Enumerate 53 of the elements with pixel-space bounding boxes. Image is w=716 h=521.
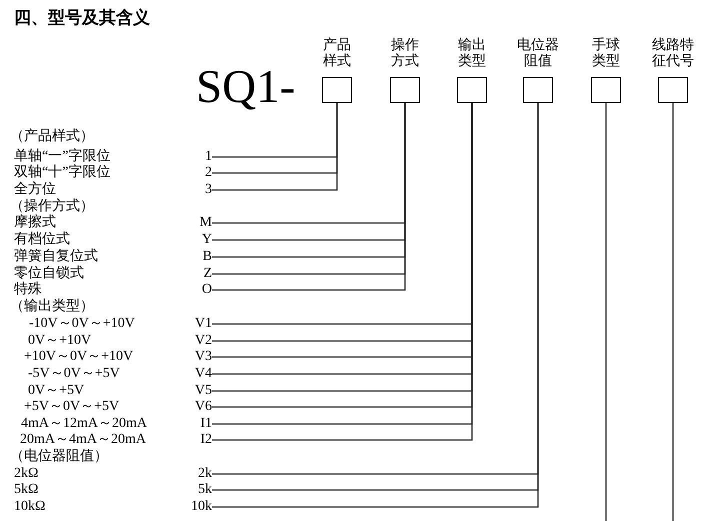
section-heading: （产品样式） bbox=[10, 128, 94, 146]
option-code: V1 bbox=[194, 315, 212, 333]
field-heading: 线路特征代号 bbox=[651, 38, 695, 70]
option-code: V5 bbox=[194, 382, 212, 400]
section-heading: （操作方式） bbox=[10, 198, 94, 214]
field-heading: 产品样式 bbox=[322, 38, 352, 70]
option-description: -10V～0V～+10V bbox=[29, 315, 135, 333]
option-description: 4mA～12mA～20mA bbox=[21, 415, 147, 433]
field-heading: 操作方式 bbox=[390, 38, 420, 70]
option-description: 双轴“十”字限位 bbox=[14, 164, 110, 181]
option-description: 摩擦式 bbox=[14, 214, 56, 232]
option-code: Z bbox=[203, 265, 212, 283]
field-heading: 手球类型 bbox=[591, 38, 621, 70]
option-code: B bbox=[202, 248, 212, 266]
option-description: +5V～0V～+5V bbox=[24, 398, 120, 416]
option-code: I1 bbox=[200, 415, 212, 433]
option-description: 5kΩ bbox=[14, 481, 38, 499]
option-code: V6 bbox=[194, 398, 212, 416]
option-code: Y bbox=[202, 231, 212, 249]
option-code: O bbox=[202, 281, 212, 299]
option-description: 0V～+5V bbox=[28, 382, 84, 400]
option-description: 2kΩ bbox=[14, 465, 38, 483]
model-prefix: SQ1- bbox=[196, 62, 296, 112]
option-description: 弹簧自复位式 bbox=[14, 248, 98, 266]
option-description: 有档位式 bbox=[14, 231, 70, 248]
field-heading: 电位器阻值 bbox=[516, 38, 560, 70]
option-description: 单轴“一”字限位 bbox=[14, 148, 110, 164]
option-code: V2 bbox=[194, 332, 212, 350]
field-heading: 输出类型 bbox=[457, 38, 487, 70]
title: 四、型号及其含义 bbox=[14, 8, 150, 28]
option-code: V4 bbox=[194, 365, 212, 383]
option-code: 2 bbox=[205, 164, 212, 182]
option-description: -5V～0V～+5V bbox=[28, 365, 120, 383]
option-description: 20mA～4mA～20mA bbox=[20, 431, 146, 448]
section-heading: （电位器阻值） bbox=[10, 448, 108, 466]
leader-line bbox=[212, 103, 338, 191]
option-code: 1 bbox=[205, 148, 212, 166]
option-description: 特殊 bbox=[14, 281, 42, 298]
option-code: 10k bbox=[191, 498, 212, 516]
option-description: +10V～0V～+10V bbox=[24, 348, 134, 366]
option-code: V3 bbox=[194, 348, 212, 366]
option-description: 0V～+10V bbox=[28, 332, 92, 350]
option-description: 10kΩ bbox=[14, 498, 46, 516]
option-code: M bbox=[200, 214, 212, 232]
option-description: 全方位 bbox=[14, 181, 56, 198]
option-code: 5k bbox=[198, 481, 212, 499]
option-code: I2 bbox=[200, 431, 212, 449]
leader-line bbox=[672, 103, 674, 521]
leader-line bbox=[605, 103, 607, 521]
option-code: 3 bbox=[205, 181, 212, 199]
option-description: 零位自锁式 bbox=[14, 265, 84, 282]
section-heading: （输出类型） bbox=[10, 298, 94, 316]
option-code: 2k bbox=[198, 465, 212, 483]
